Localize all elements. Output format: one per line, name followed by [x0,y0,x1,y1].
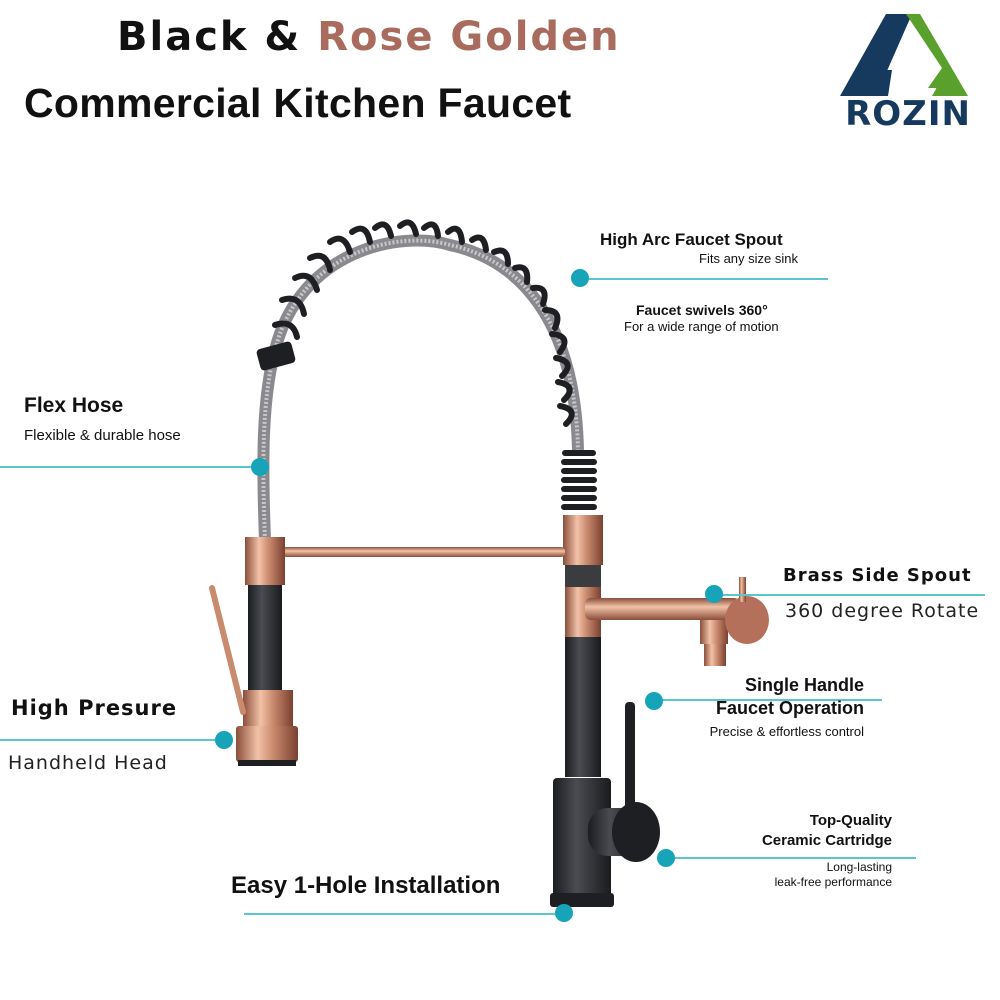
callout-side-spout-title: Brass Side Spout [783,565,972,586]
callout-side-spout-subtitle: 360 degree Rotate [785,600,980,622]
callout-high-arc-line [588,278,828,280]
headline-black: Black & [117,14,318,60]
callout-flex-hose-line [0,466,258,468]
callout-single-handle-title-2: Faucet Operation [715,698,864,718]
callout-single-handle-line [660,699,882,701]
callout-cartridge-line [672,857,916,859]
callout-side-spout-line [720,594,985,596]
callout-installation-line [244,913,564,915]
headline-line2: Commercial Kitchen Faucet [24,80,572,126]
callout-cartridge-title-1: Top-Quality [809,812,892,829]
callout-swivel-subtitle: For a wide range of motion [624,319,779,334]
headline-line1: Black & Rose Golden [117,14,621,60]
callout-high-pressure-title: High Presure [11,696,178,720]
callout-flex-hose-title: Flex Hose [24,394,124,417]
callout-cartridge-subtitle-2: leak-free performance [774,875,892,889]
callout-flex-hose-subtitle: Flexible & durable hose [24,427,181,444]
callout-high-pressure-marker [215,731,233,749]
callout-high-arc-marker [571,269,589,287]
callout-cartridge-subtitle-1: Long-lasting [826,860,892,874]
callout-flex-hose-marker [251,458,269,476]
callout-single-handle-marker [645,692,663,710]
callout-single-handle-subtitle: Precise & effortless control [709,724,864,739]
callout-side-spout-marker [705,585,723,603]
callout-high-pressure-subtitle: Handheld Head [8,752,168,774]
callout-high-arc-subtitle: Fits any size sink [699,251,798,266]
brand-logo: ROZIN [836,12,980,134]
callout-cartridge-title-2: Ceramic Cartridge [761,832,892,849]
callout-cartridge-marker [657,849,675,867]
callout-single-handle-title-1: Single Handle [744,675,864,695]
callout-high-arc-title: High Arc Faucet Spout [600,230,783,249]
headline-rose: Rose Golden [317,14,621,60]
logo-wordmark: ROZIN [845,94,971,134]
callout-installation-title: Easy 1-Hole Installation [231,872,501,899]
rozin-mark-icon [840,14,968,96]
callout-installation-marker [555,904,573,922]
callout-swivel-title: Faucet swivels 360° [636,302,768,318]
callout-high-pressure-line [0,739,222,741]
